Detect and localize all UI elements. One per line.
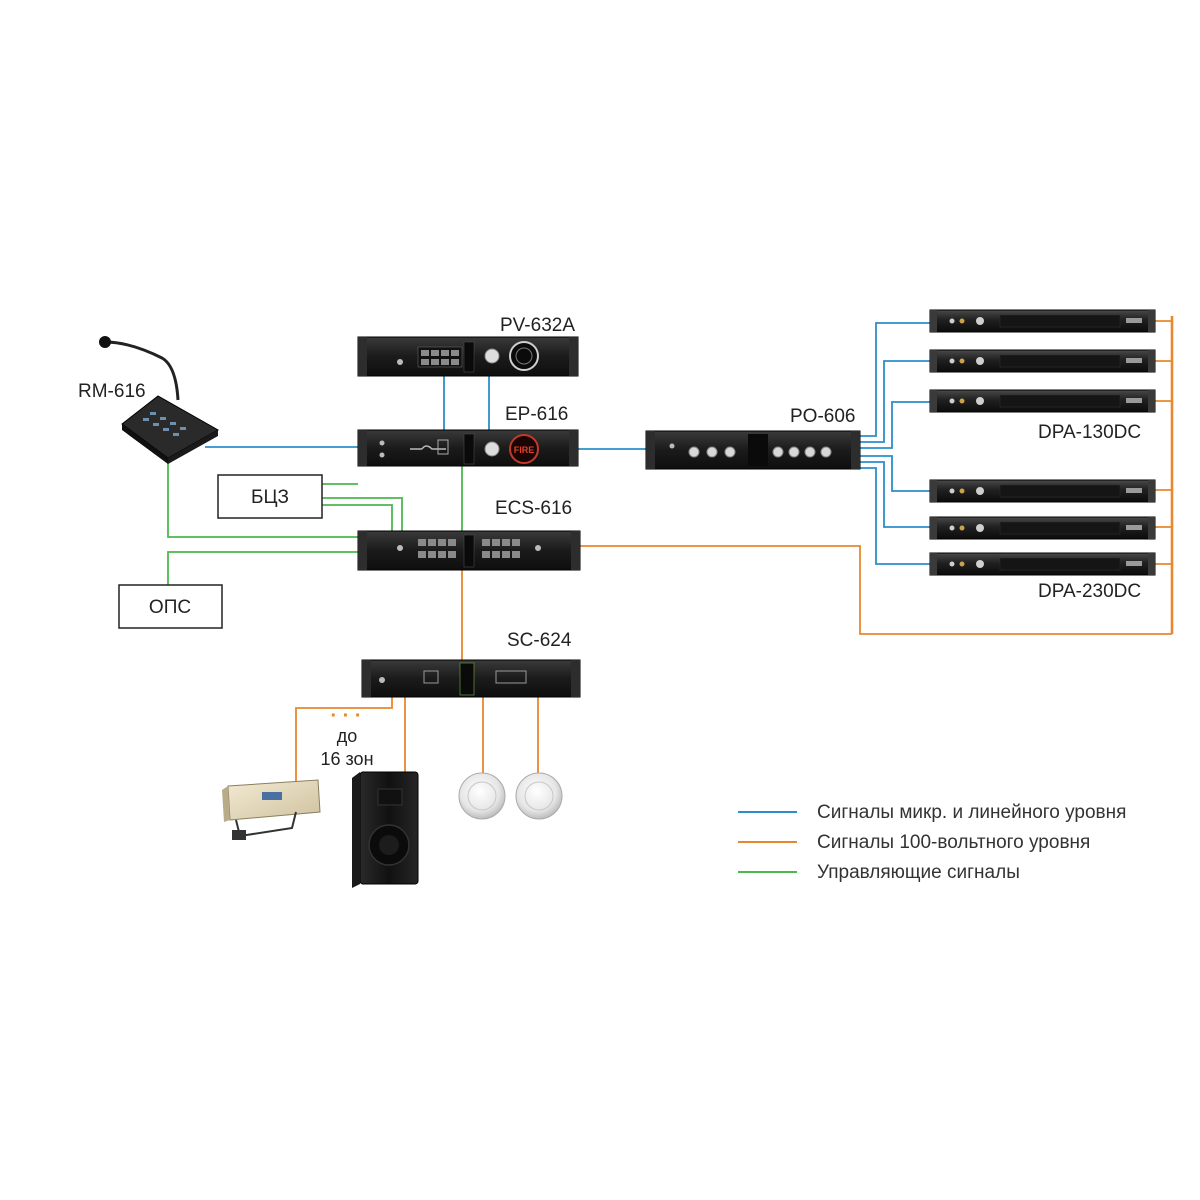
amplifier-stack (929, 309, 1156, 576)
label-ep616: EP-616 (505, 404, 568, 425)
rack-ear-left (358, 337, 367, 376)
volume-knob-icon (484, 348, 500, 364)
legend-item-speaker: Сигналы 100-вольтного уровня (738, 832, 1090, 853)
line-po606-dpa2 (860, 360, 930, 443)
zone-buttons-right (482, 539, 520, 558)
status-strip (463, 534, 475, 568)
status-strip (463, 341, 475, 373)
box-ops: ОПС (118, 584, 223, 629)
legend-label: Сигналы 100-вольтного уровня (817, 832, 1090, 853)
volume-knob-icon (484, 441, 500, 457)
knob-group-right (772, 446, 832, 458)
zones-line1: до (337, 726, 358, 746)
line-ops-ecs616 (167, 551, 358, 585)
horn-speaker-icon (222, 779, 321, 840)
cabinet-speaker-icon (352, 771, 419, 888)
amplifier-unit (929, 389, 1156, 413)
label-dpa130dc: DPA-130DC (1038, 422, 1141, 443)
zone-buttons-left (418, 539, 456, 558)
label-dpa230dc: DPA-230DC (1038, 581, 1141, 602)
line-po606-dpa3 (860, 401, 930, 449)
label-po606: PO-606 (790, 406, 855, 427)
paging-microphone-icon (99, 336, 220, 464)
speaker-lines (295, 316, 1174, 785)
label-bcz: БЦЗ (251, 487, 289, 508)
rack-ear-right (569, 337, 578, 376)
legend-label: Управляющие сигналы (817, 862, 1020, 883)
amplifier-unit (929, 516, 1156, 540)
amplifier-unit (929, 479, 1156, 503)
line-po606-dpa5 (860, 461, 930, 528)
legend-item-audio: Сигналы микр. и линейного уровня (738, 802, 1126, 823)
legend: Сигналы микр. и линейного уровня Сигналы… (738, 802, 1126, 883)
ceiling-speaker-icon (458, 772, 506, 820)
line-po606-dpa6 (860, 467, 930, 565)
device-po606: PO-606 (645, 406, 861, 470)
fire-display-icon (509, 434, 539, 464)
label-pv632a: PV-632A (500, 315, 575, 336)
device-sc624: SC-624 (361, 630, 581, 698)
device-rm616: RM-616 (78, 336, 220, 464)
label-ops: ОПС (149, 597, 191, 618)
amplifier-unit (929, 349, 1156, 373)
knob-group-left (688, 446, 736, 458)
zones-note: · · · до 16 зон (320, 705, 373, 769)
line-po606-dpa1 (860, 322, 930, 437)
connections (167, 316, 1174, 785)
amplifier-unit (929, 552, 1156, 576)
line-ecs616-amp-bus (580, 545, 1172, 635)
status-strip (463, 433, 475, 465)
handset-icon (410, 445, 446, 450)
label-sc624: SC-624 (507, 630, 572, 651)
box-bcz: БЦЗ (217, 474, 323, 519)
device-pv632a: PV-632A (357, 315, 579, 377)
legend-item-control: Управляющие сигналы (738, 862, 1020, 883)
dial-icon (509, 341, 539, 371)
ceiling-speaker-icon (515, 772, 563, 820)
line-sc624-horn (295, 697, 393, 785)
pv-buttons (421, 350, 459, 365)
device-ep616: FIRE EP-616 (357, 404, 579, 467)
zones-line2: 16 зон (320, 749, 373, 769)
line-bcz-ecs616-a (322, 497, 403, 531)
fire-display-text: FIRE (514, 445, 535, 455)
label-ecs616: ECS-616 (495, 498, 572, 519)
label-rm616: RM-616 (78, 381, 146, 402)
audio-lines (205, 322, 930, 565)
zones-dots: · · · (330, 705, 361, 727)
legend-label: Сигналы микр. и линейного уровня (817, 802, 1126, 823)
device-ecs616: ECS-616 (357, 498, 581, 571)
line-rm616-ecs616 (167, 455, 358, 538)
control-lines (167, 455, 463, 585)
amplifier-unit (929, 309, 1156, 333)
line-po606-dpa4 (860, 455, 930, 492)
status-strip (459, 662, 475, 696)
line-bcz-ecs616-b (322, 504, 393, 531)
